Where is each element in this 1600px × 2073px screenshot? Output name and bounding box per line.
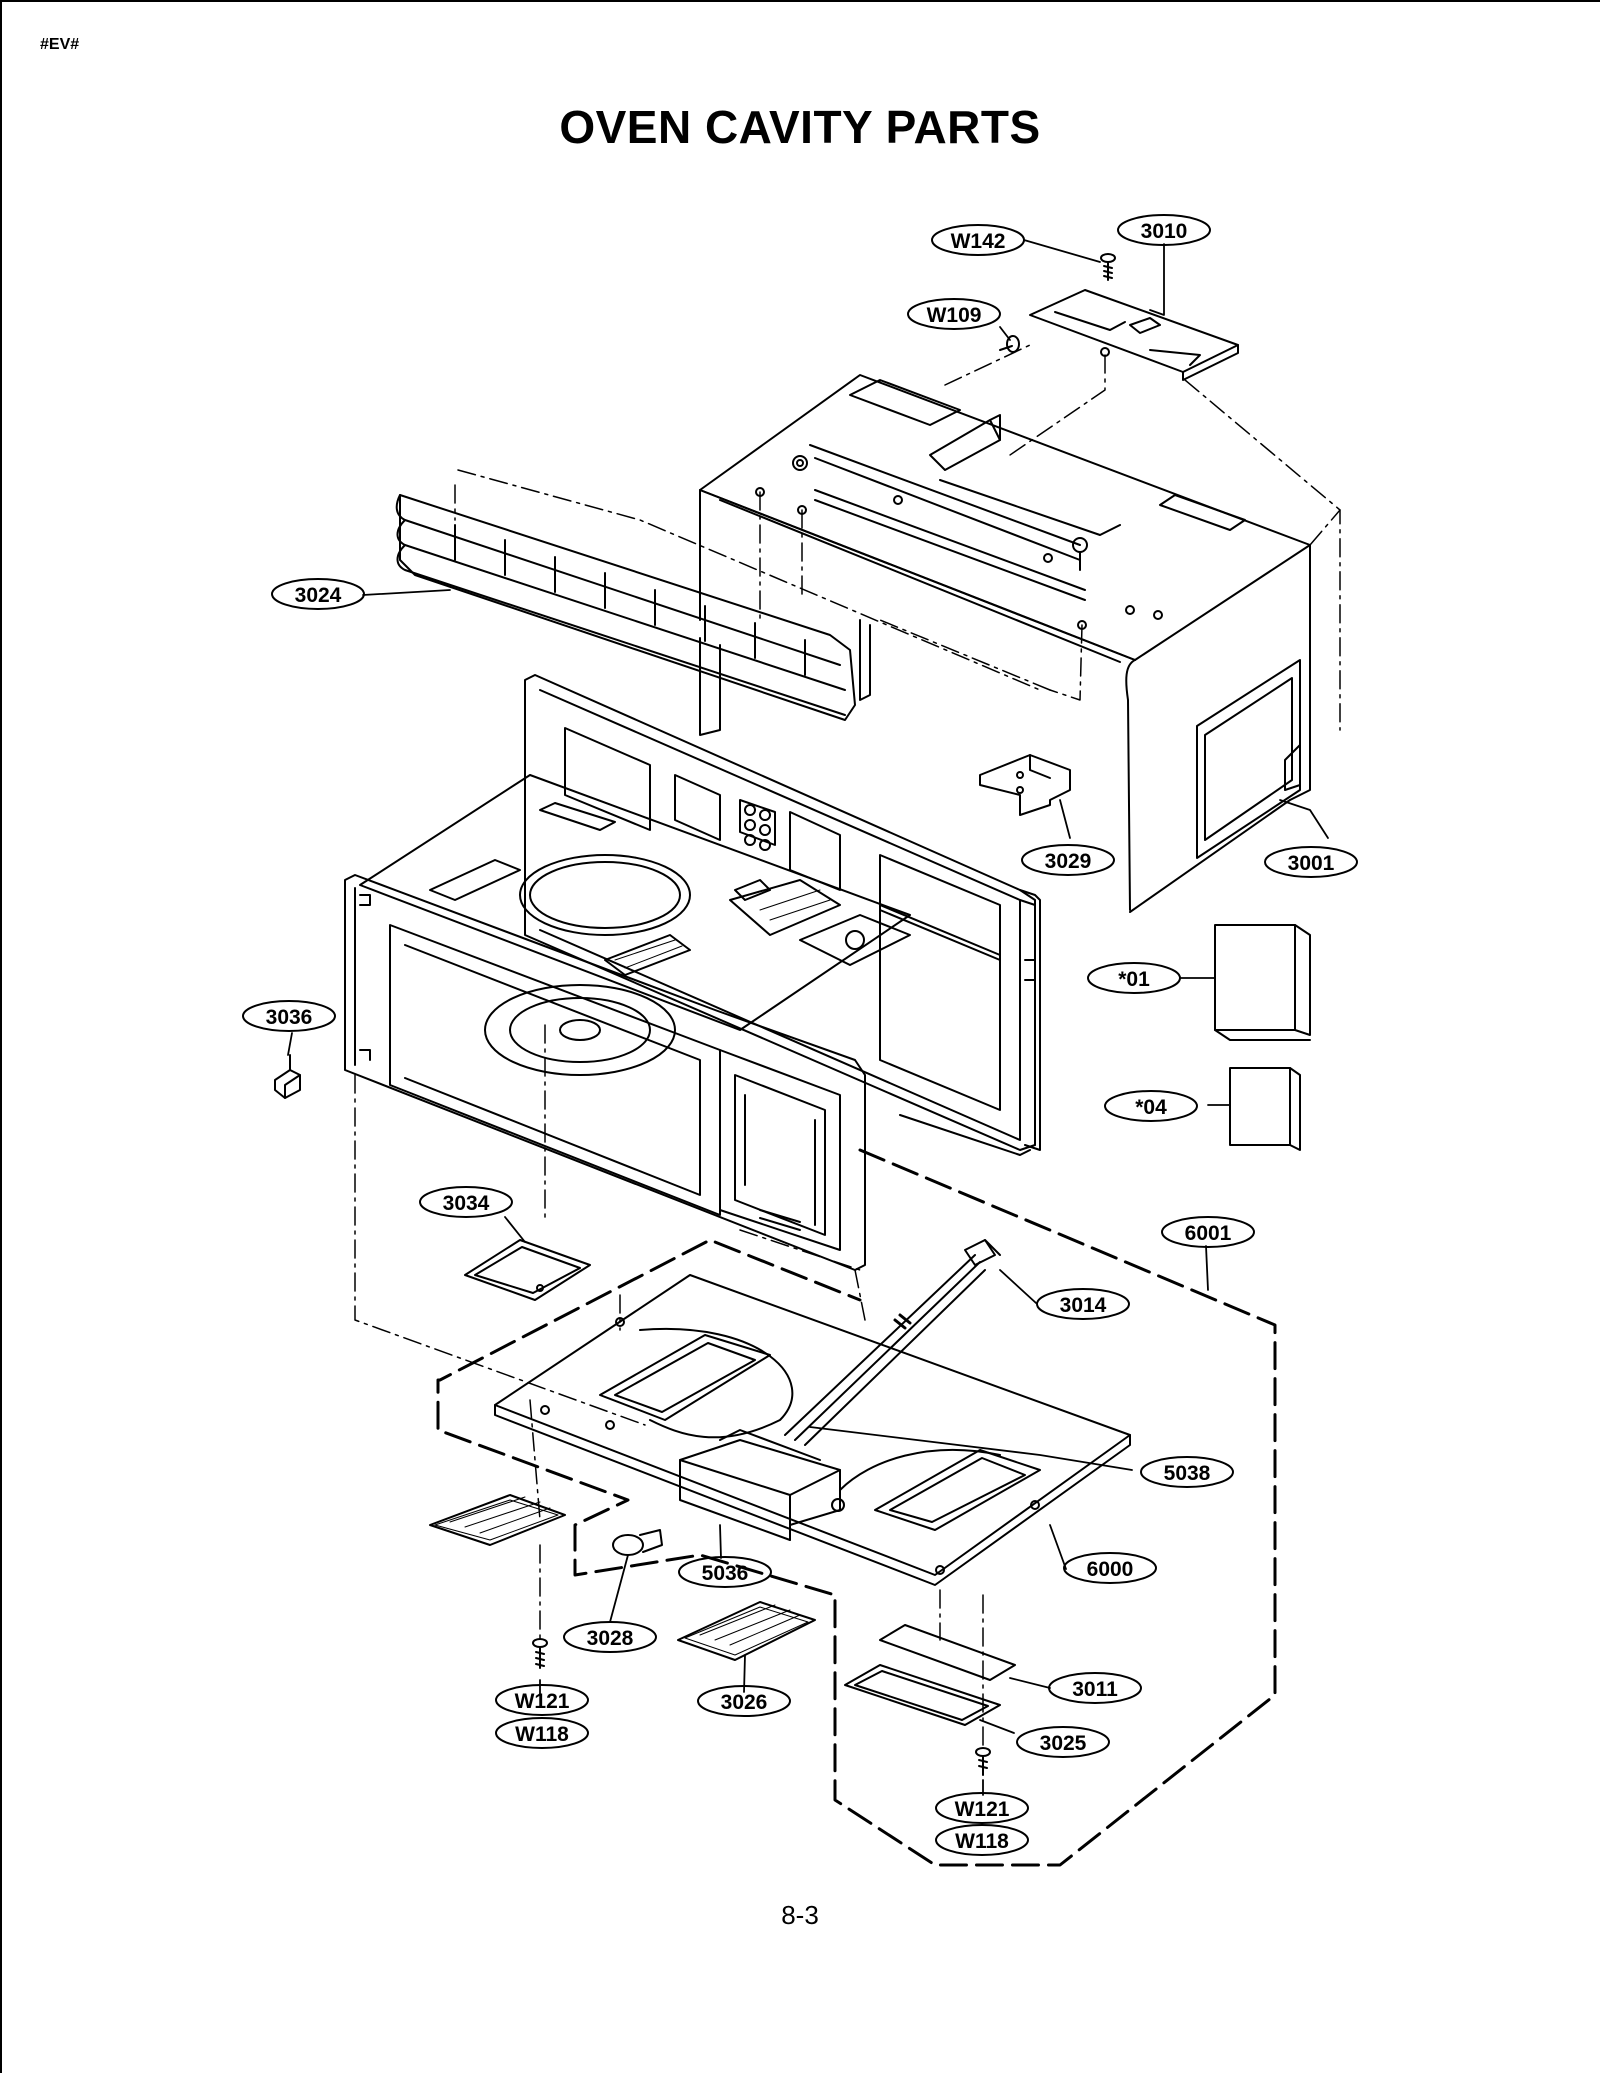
grease-filter-left (429, 1494, 566, 1546)
svg-text:*04: *04 (1135, 1096, 1167, 1119)
svg-text:3010: 3010 (1141, 220, 1188, 243)
cavity-front-frame (344, 874, 866, 1271)
callout-3034: 3034 (419, 1186, 513, 1218)
screw-w121-left (532, 1638, 548, 1669)
svg-text:3026: 3026 (721, 1691, 768, 1714)
outer-case-3001 (699, 374, 1311, 913)
callout-3014: 3014 (1036, 1288, 1130, 1320)
svg-text:3025: 3025 (1040, 1732, 1087, 1755)
manual-booklet-04 (1229, 1067, 1301, 1151)
component-box-5036 (679, 1429, 841, 1541)
callout-5038: 5038 (1140, 1456, 1234, 1488)
callout-w118-right: W118 (935, 1824, 1029, 1856)
svg-text:3024: 3024 (295, 584, 342, 607)
callout-w109: W109 (907, 298, 1001, 330)
callout-04: *04 (1104, 1090, 1198, 1122)
screw-w142 (1100, 253, 1116, 281)
svg-text:3001: 3001 (1288, 852, 1335, 875)
callout-w118-left: W118 (495, 1717, 589, 1749)
latch-3036 (274, 1054, 301, 1099)
lamp-cover-3034 (464, 1239, 591, 1301)
svg-text:3011: 3011 (1072, 1678, 1118, 1701)
callout-5036: 5036 (678, 1556, 772, 1588)
callout-3001: 3001 (1264, 846, 1358, 878)
svg-text:W121: W121 (515, 1690, 570, 1713)
callout-6000: 6000 (1063, 1552, 1157, 1584)
svg-text:5036: 5036 (702, 1562, 749, 1585)
callout-labels: W142 3010 W109 3024 3029 3001 *01 3036 (242, 214, 1358, 1856)
callout-3010: 3010 (1117, 214, 1211, 246)
cavity-back-plate (524, 674, 1036, 1151)
grease-filter-3026 (677, 1601, 816, 1661)
case-top-screws (755, 455, 1163, 630)
svg-text:W142: W142 (951, 230, 1006, 253)
svg-text:3034: 3034 (443, 1192, 490, 1215)
document-code: #EV# (40, 36, 80, 53)
svg-text:W121: W121 (955, 1798, 1010, 1821)
callout-3025: 3025 (1016, 1726, 1110, 1758)
svg-text:W118: W118 (955, 1830, 1009, 1853)
callout-3024: 3024 (271, 578, 365, 610)
svg-text:3028: 3028 (587, 1627, 634, 1650)
svg-text:6001: 6001 (1185, 1222, 1232, 1245)
svg-text:3036: 3036 (266, 1006, 313, 1029)
base-plate-6000 (494, 1274, 1131, 1586)
callout-w142: W142 (931, 224, 1025, 256)
callout-3036: 3036 (242, 1000, 336, 1032)
callout-w121-right: W121 (935, 1792, 1029, 1824)
callout-w121-left: W121 (495, 1684, 589, 1716)
callout-3026: 3026 (697, 1685, 791, 1717)
page-title: OVEN CAVITY PARTS (559, 101, 1041, 153)
callout-leader-lines (287, 239, 1329, 1796)
svg-text:W109: W109 (927, 304, 982, 327)
cavity-construction-lines (354, 1024, 866, 1426)
svg-text:*01: *01 (1118, 968, 1150, 991)
vent-grille-3024 (395, 494, 871, 736)
svg-text:3014: 3014 (1060, 1294, 1107, 1317)
cavity-top-panel (359, 774, 911, 1031)
light-bulb-3028 (612, 1529, 663, 1556)
screw-w121-right (975, 1747, 991, 1776)
case-construction-lines (454, 344, 1341, 731)
manual-booklet-01 (1214, 924, 1311, 1041)
bracket-3029 (979, 754, 1071, 816)
base-construction-lines (529, 1399, 984, 1746)
svg-text:5038: 5038 (1164, 1462, 1211, 1485)
svg-text:3029: 3029 (1045, 850, 1092, 873)
top-plate-3010 (1029, 289, 1239, 381)
svg-text:6000: 6000 (1087, 1558, 1134, 1581)
callout-01: *01 (1087, 962, 1181, 994)
callout-3011: 3011 (1048, 1672, 1142, 1704)
callout-6001: 6001 (1161, 1216, 1255, 1248)
assembly-boundary-6001 (436, 1148, 1277, 1867)
page-number: 8-3 (781, 1900, 819, 1930)
callout-3029: 3029 (1021, 844, 1115, 876)
svg-text:W118: W118 (515, 1723, 569, 1746)
screw-w109 (999, 335, 1020, 353)
callout-3028: 3028 (563, 1621, 657, 1653)
cavity-right-wall (899, 889, 1041, 1156)
lamp-lens-3011 (879, 1624, 1016, 1681)
lamp-cover-3025 (844, 1664, 1001, 1726)
wire-harness-3014 (784, 1239, 1001, 1446)
